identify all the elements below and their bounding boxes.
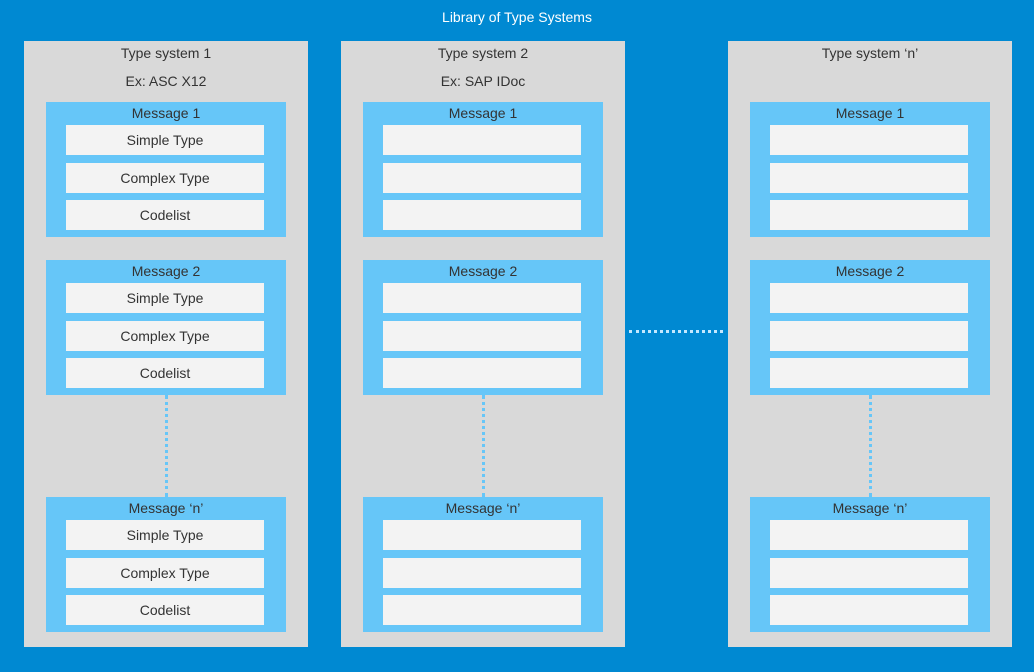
message-box: Message ‘n’ xyxy=(363,497,603,632)
type-system-1: Type system 1 Ex: ASC X12 Message 1 Simp… xyxy=(24,41,308,647)
complex-type-cell: Complex Type xyxy=(66,321,264,351)
type-system-example: Ex: SAP IDoc xyxy=(440,73,526,89)
message-title: Message 1 xyxy=(448,105,518,121)
codelist-cell: Codelist xyxy=(66,200,264,230)
type-cell xyxy=(770,163,968,193)
type-cell xyxy=(770,321,968,351)
type-system-example: Ex: ASC X12 xyxy=(125,73,207,89)
message-title: Message ‘n’ xyxy=(445,500,521,516)
type-cell xyxy=(770,125,968,155)
message-title: Message 2 xyxy=(131,263,201,279)
simple-type-cell: Simple Type xyxy=(66,283,264,313)
type-system-n: Type system ‘n’ Message 1 Message 2 Mess… xyxy=(728,41,1012,647)
simple-type-cell: Simple Type xyxy=(66,520,264,550)
type-cell xyxy=(770,595,968,625)
codelist-cell: Codelist xyxy=(66,595,264,625)
type-cell xyxy=(383,558,581,588)
type-cell xyxy=(770,558,968,588)
type-system-title: Type system 2 xyxy=(437,45,529,61)
complex-type-cell: Complex Type xyxy=(66,558,264,588)
type-system-2: Type system 2 Ex: SAP IDoc Message 1 Mes… xyxy=(341,41,625,647)
message-box: Message 1 Simple Type Complex Type Codel… xyxy=(46,102,286,237)
vertical-ellipsis-connector xyxy=(869,395,872,497)
type-cell xyxy=(383,358,581,388)
message-box: Message ‘n’ xyxy=(750,497,990,632)
type-cell xyxy=(770,520,968,550)
type-cell xyxy=(770,358,968,388)
message-box: Message ‘n’ Simple Type Complex Type Cod… xyxy=(46,497,286,632)
type-cell xyxy=(383,520,581,550)
type-cell xyxy=(383,283,581,313)
type-cell xyxy=(383,321,581,351)
type-system-title: Type system 1 xyxy=(120,45,212,61)
type-cell xyxy=(770,283,968,313)
complex-type-cell: Complex Type xyxy=(66,163,264,193)
message-title: Message ‘n’ xyxy=(128,500,204,516)
type-cell xyxy=(383,163,581,193)
type-cell xyxy=(770,200,968,230)
message-box: Message 2 Simple Type Complex Type Codel… xyxy=(46,260,286,395)
message-title: Message 2 xyxy=(835,263,905,279)
type-system-title: Type system ‘n’ xyxy=(821,45,919,61)
vertical-ellipsis-connector xyxy=(482,395,485,497)
message-box: Message 1 xyxy=(363,102,603,237)
diagram-title: Library of Type Systems xyxy=(442,9,592,25)
message-box: Message 2 xyxy=(363,260,603,395)
simple-type-cell: Simple Type xyxy=(66,125,264,155)
message-box: Message 1 xyxy=(750,102,990,237)
type-cell xyxy=(383,200,581,230)
message-title: Message ‘n’ xyxy=(832,500,908,516)
message-title: Message 2 xyxy=(448,263,518,279)
horizontal-ellipsis-connector xyxy=(629,330,723,333)
vertical-ellipsis-connector xyxy=(165,395,168,497)
type-cell xyxy=(383,125,581,155)
message-title: Message 1 xyxy=(131,105,201,121)
message-title: Message 1 xyxy=(835,105,905,121)
message-box: Message 2 xyxy=(750,260,990,395)
type-cell xyxy=(383,595,581,625)
codelist-cell: Codelist xyxy=(66,358,264,388)
